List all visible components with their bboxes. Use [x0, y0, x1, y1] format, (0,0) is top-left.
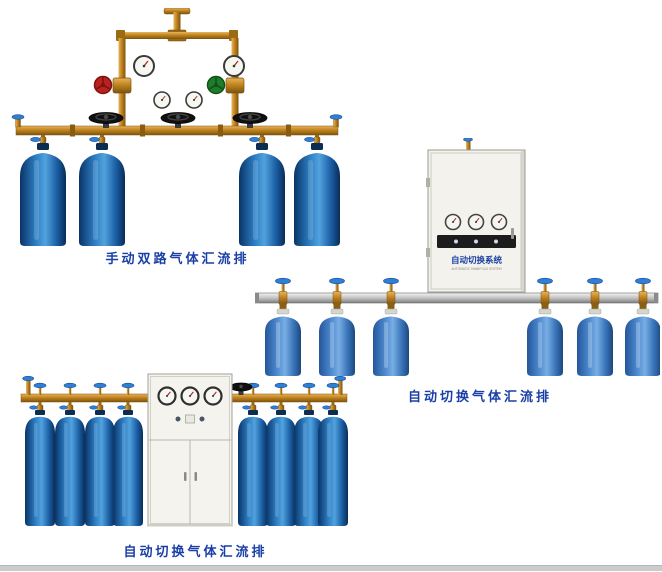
caption-auto-switch-wall: 自动切换气体汇流排	[407, 390, 552, 405]
pressure-regulator-right	[206, 75, 245, 95]
cabinet-gauge	[444, 213, 462, 231]
gas-cylinder	[266, 410, 296, 526]
pressure-gauge	[153, 91, 171, 109]
ball-valve	[302, 382, 316, 396]
pressure-regulator-left	[93, 75, 132, 95]
manual-dual-manifold-illustration	[11, 8, 343, 246]
caption-manual-dual-manifold: 手动双路气体汇流排	[105, 252, 250, 267]
pressure-gauge	[223, 55, 245, 77]
end-ball-valve	[11, 114, 25, 128]
ball-valve	[274, 382, 288, 396]
cabinet-knob	[175, 416, 181, 422]
figure-manual-dual-manifold	[10, 8, 345, 250]
gas-cylinder	[25, 410, 55, 526]
gas-cylinder	[264, 302, 302, 377]
cabinet-hinge	[426, 178, 430, 187]
ball-valve	[121, 382, 135, 396]
cabinet-knob	[199, 416, 205, 422]
gas-cylinder	[113, 410, 143, 526]
cylinder-station	[30, 135, 321, 144]
gas-cylinder	[55, 410, 85, 526]
caption-auto-switch-floor: 自动切换气体汇流排	[123, 545, 268, 560]
figure-auto-switch-floor	[15, 370, 355, 538]
cabinet-gauge	[157, 386, 177, 406]
gas-cylinder	[576, 302, 614, 377]
cabinet-gauge	[467, 213, 485, 231]
cabinet-label: 自动切换系统	[451, 255, 503, 266]
gas-cylinder	[372, 302, 410, 377]
control-cabinet	[147, 373, 233, 527]
cabinet-gauge	[490, 213, 508, 231]
pressure-gauge	[185, 91, 203, 109]
ball-valve	[326, 382, 340, 396]
ball-valve	[63, 382, 77, 396]
cabinet-gauge	[180, 386, 200, 406]
gas-cylinder	[318, 302, 356, 377]
bottom-divider	[0, 565, 662, 571]
regulator-wheel-green	[206, 75, 226, 95]
cabinet-gauge	[203, 386, 223, 406]
cabinet-door-handle	[511, 228, 514, 239]
cabinet-panel-box	[185, 414, 195, 424]
control-cabinet: 自动切换系统 AUTOMATIC MANIFOLD SYSTEM	[426, 149, 526, 293]
figure-auto-switch-wall: 自动切换系统 AUTOMATIC MANIFOLD SYSTEM	[255, 138, 660, 393]
pressure-gauge	[133, 55, 155, 77]
valve-handwheel	[229, 382, 253, 395]
gas-cylinder	[624, 302, 660, 377]
auto-switch-wall-illustration: 自动切换系统 AUTOMATIC MANIFOLD SYSTEM	[255, 138, 660, 377]
valve-handwheel	[88, 111, 124, 129]
cabinet-door-handle	[184, 472, 187, 481]
gas-cylinder	[238, 410, 268, 526]
gas-cylinder	[85, 410, 115, 526]
cabinet-door-handle	[194, 472, 197, 481]
busbar-pipe	[255, 292, 659, 304]
ball-valve	[33, 382, 47, 396]
gas-cylinder	[20, 143, 66, 246]
end-ball-valve	[329, 114, 343, 128]
valve-handwheel	[160, 111, 196, 129]
cabinet-hinge	[426, 248, 430, 257]
cabinet-sublabel: AUTOMATIC MANIFOLD SYSTEM	[451, 267, 502, 271]
regulator-wheel-red	[93, 75, 113, 95]
cabinet-inlet-pipe	[463, 138, 473, 152]
ball-valve	[93, 382, 107, 396]
gas-cylinder	[79, 143, 125, 246]
gas-cylinder	[526, 302, 564, 377]
gas-cylinder	[318, 410, 348, 526]
auto-switch-floor-illustration	[20, 373, 348, 527]
